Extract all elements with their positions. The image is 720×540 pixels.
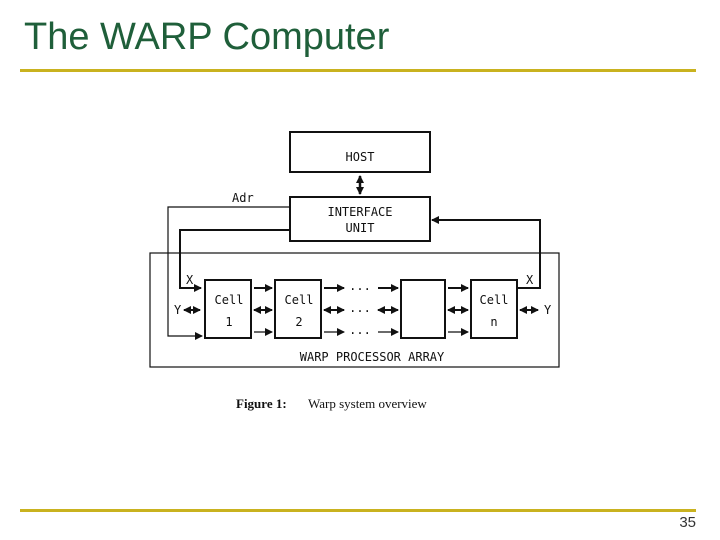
array-label: WARP PROCESSOR ARRAY (300, 350, 445, 364)
figure-number: Figure 1: (236, 396, 287, 411)
cell-2-label: Cell (285, 293, 314, 307)
x-output-label: X (526, 273, 534, 287)
title-underline (20, 69, 696, 72)
cell-intermediate-box (400, 279, 446, 339)
cell-2-box (274, 279, 322, 339)
figure-caption: Warp system overview (308, 396, 427, 411)
page-number: 35 (679, 514, 696, 531)
cell-2-number: 2 (295, 315, 302, 329)
y-output-label: Y (544, 303, 552, 317)
slide-title: The WARP Computer (24, 16, 390, 58)
y-input-label: Y (174, 303, 182, 317)
interface-label-line1: INTERFACE (327, 205, 392, 219)
footer-rule (20, 509, 696, 512)
cell-n-label: Cell (480, 293, 509, 307)
cell-1-number: 1 (225, 315, 232, 329)
x-feedback-line (431, 216, 541, 289)
interface-label-line2: UNIT (346, 221, 375, 235)
adr-label: Adr (232, 191, 254, 205)
cell-n-box (470, 279, 518, 339)
cell-1-box (204, 279, 252, 339)
host-box (289, 131, 431, 173)
interface-unit-box (289, 196, 431, 242)
cell-n-number: n (490, 315, 497, 329)
host-label: HOST (346, 150, 375, 164)
x-input-line (179, 229, 290, 292)
x-input-label: X (186, 273, 194, 287)
ellipsis-mid: ... (349, 301, 371, 315)
ellipsis-top: ... (349, 279, 371, 293)
adr-line (167, 206, 290, 340)
ellipsis-bot: ... (349, 323, 371, 337)
processor-array-box (149, 252, 560, 368)
cell-1-label: Cell (215, 293, 244, 307)
